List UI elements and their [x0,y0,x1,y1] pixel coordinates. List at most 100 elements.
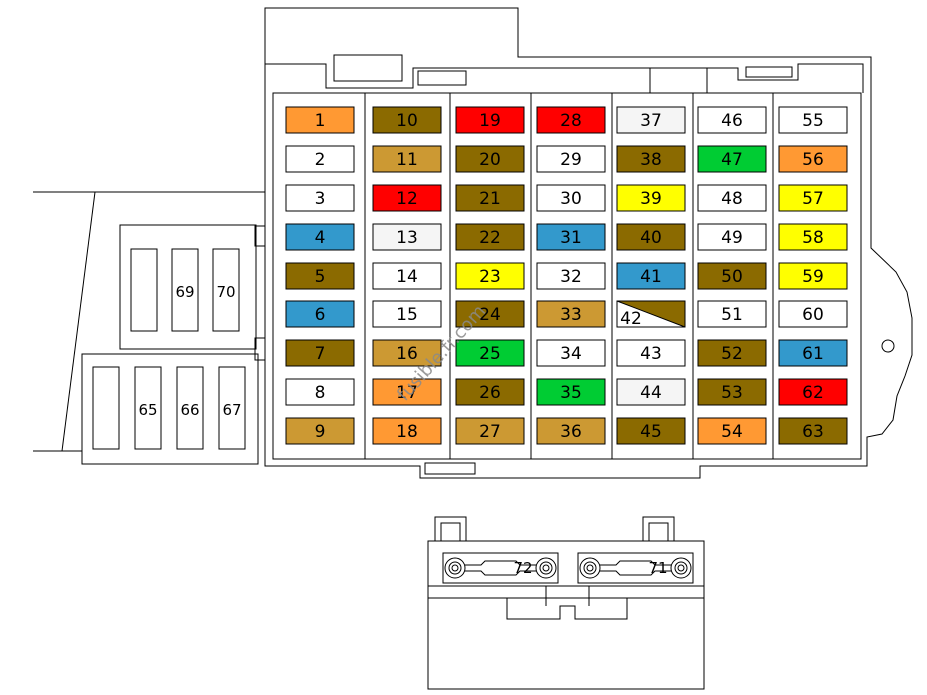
terminal-bolt [586,564,594,572]
battery-terminal-strip [577,552,694,584]
housing-slot [417,70,467,86]
fuse-body [536,106,606,134]
fuse-3: 3 [285,184,355,212]
fuse-5: 5 [285,262,355,290]
fuse-label: 17 [396,383,418,403]
fuse-label: 55 [802,111,824,131]
fuse-label: 12 [396,189,418,209]
fuse-body [372,223,442,251]
fuse-body [697,417,767,445]
fuse-33: 33 [536,300,606,328]
terminal-bolt [542,564,550,572]
fuse-48: 48 [697,184,767,212]
fuse-body [697,300,767,328]
mount-line [61,191,96,452]
fuse-label: 28 [560,111,582,131]
fuse-label: 21 [479,189,501,209]
fuse-28: 28 [536,106,606,134]
relay-label: 67 [222,401,241,419]
fuse-13: 13 [372,223,442,251]
fuse-60: 60 [778,300,848,328]
relay-66: 66 [176,366,204,450]
fuse-label: 46 [721,111,743,131]
fuse-7: 7 [285,339,355,367]
fuse-15: 15 [372,300,442,328]
fuse-body [372,378,442,406]
fuse-label: 16 [396,344,418,364]
fuse-42: 42 [616,300,686,329]
fuse-8: 8 [285,378,355,406]
fuse-30: 30 [536,184,606,212]
fuse-label: 58 [802,228,824,248]
fuse-label: 60 [802,305,824,325]
fuse-body [616,339,686,367]
housing-slot [424,462,476,475]
fuse-2: 2 [285,145,355,173]
fuse-label: 35 [560,383,582,403]
fuse-32: 32 [536,262,606,290]
fuse-44: 44 [616,378,686,406]
fuse-9: 9 [285,417,355,445]
fuse-label: 25 [479,344,501,364]
fuse-4: 4 [285,223,355,251]
fuse-body [372,417,442,445]
fuse-label: 54 [721,422,743,442]
terminal-nut-ring [448,561,462,575]
fuse-label: 10 [396,111,418,131]
fuse-panel [272,92,862,460]
fuse-57: 57 [778,184,848,212]
fuse-body [697,184,767,212]
fuse-body [285,417,355,445]
fuse-label: 29 [560,150,582,170]
fuse-21: 21 [455,184,525,212]
relay-unlabeled [92,366,120,450]
fuse-label: 45 [640,422,662,442]
relay-body [212,248,240,332]
fuse-body [285,223,355,251]
fuse-label: 47 [721,150,743,170]
terminal-nut-icon [444,557,466,579]
relay-label: 65 [138,401,157,419]
fuse-18: 18 [372,417,442,445]
fuse-label: 14 [396,267,418,287]
fuse-body [455,378,525,406]
fuse-1: 1 [285,106,355,134]
terminal-nut-ring [539,561,553,575]
fuse-14: 14 [372,262,442,290]
fuse-22: 22 [455,223,525,251]
fuse-label: 9 [315,422,326,442]
fuse-columns [364,93,774,459]
fuse-47: 47 [697,145,767,173]
fuse-label: 24 [479,305,501,325]
fuse-label: 19 [479,111,501,131]
mounting-hole [881,339,895,353]
fuse-label: 4 [315,228,326,248]
fuse-label: 41 [640,267,662,287]
fuse-label: 48 [721,189,743,209]
fuse-59: 59 [778,262,848,290]
fuse-body [778,417,848,445]
fuse-12: 12 [372,184,442,212]
fuse-label: 40 [640,228,662,248]
relay-body [134,366,162,450]
relay-body [176,366,204,450]
fuse-body [455,417,525,445]
fuse-body [372,184,442,212]
fuse-label: 20 [479,150,501,170]
fuse-62: 62 [778,378,848,406]
terminal-nut-ring [674,561,688,575]
fuse-label: 59 [802,267,824,287]
fuse-body [285,339,355,367]
fuse-label: 43 [640,344,662,364]
battery-fuse-label: 71 [648,559,667,577]
fuse-label: 27 [479,422,501,442]
fuse-19: 19 [455,106,525,134]
fuse-body [536,378,606,406]
terminal-nut-ring [583,561,597,575]
fuse-body [697,378,767,406]
fuse-body [616,378,686,406]
fuse-body [455,145,525,173]
fuse-body [285,300,355,328]
fuse-body [372,106,442,134]
